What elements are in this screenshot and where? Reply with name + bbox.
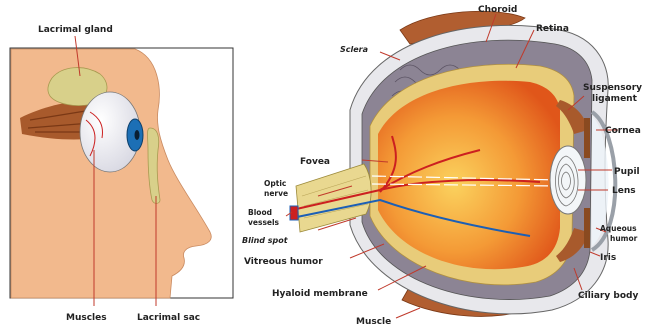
label-suspensory-1: Suspensory [583,83,642,93]
label-lens: Lens [612,186,636,196]
head-profile-panel: Lacrimal gland Muscles Lacrimal sac [10,25,233,323]
label-suspensory-2: ligament [592,94,638,104]
label-sclera: Sclera [340,45,368,54]
label-muscles: Muscles [66,313,107,323]
label-fovea: Fovea [300,157,330,167]
label-pupil: Pupil [614,167,640,177]
iris-front-top [584,118,590,158]
label-choroid: Choroid [478,5,517,15]
label-muscle: Muscle [356,317,391,327]
label-lacrimal-sac: Lacrimal sac [137,313,200,323]
label-blind-spot: Blind spot [242,236,289,245]
label-optic-1: Optic [264,179,286,188]
vitreous-chamber [378,81,560,269]
label-iris: Iris [600,253,616,263]
label-blood-1: Blood [248,208,272,217]
eye-cross-section: Choroid Retina Sclera Suspensory ligamen… [242,5,642,327]
pupil-dot [135,130,140,140]
label-optic-2: nerve [264,189,288,198]
label-blood-2: vessels [248,218,280,227]
label-aqueous-1: Aqueous [600,224,637,233]
label-hyaloid: Hyaloid membrane [272,289,368,299]
label-aqueous-2: humor [610,234,638,243]
label-lacrimal-gland: Lacrimal gland [38,25,113,35]
label-vitreous: Vitreous humor [244,257,323,267]
iris-front-bottom [584,208,590,248]
label-ciliary: Ciliary body [578,291,638,301]
label-cornea: Cornea [605,126,641,136]
label-retina: Retina [536,24,569,34]
